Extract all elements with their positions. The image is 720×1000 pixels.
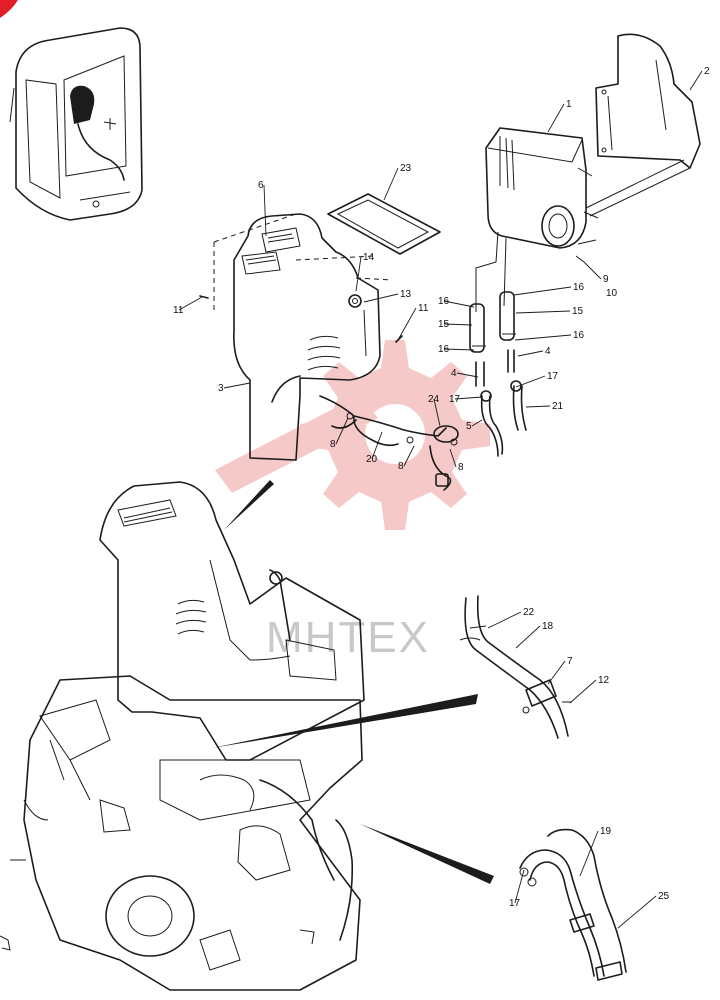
heater-unit [485, 127, 599, 263]
callout-c5: 5 [466, 421, 472, 432]
callout-c17a: 17 [547, 371, 559, 382]
leader-line-c25 [617, 895, 657, 929]
leader-line-c17a [515, 375, 546, 388]
leader-line-c4a [517, 350, 544, 357]
callout-c16a: 16 [438, 296, 450, 307]
leader-line-c9 [583, 261, 602, 280]
leader-line-c7 [547, 660, 566, 685]
leader-line-c2 [689, 70, 703, 91]
pointer-wedges [212, 480, 494, 884]
callout-c7: 7 [567, 656, 573, 667]
leader-line-c4b [456, 372, 479, 378]
callout-c8b: 8 [398, 461, 404, 472]
leader-line-c17b [454, 396, 483, 400]
callout-c8c: 8 [458, 462, 464, 473]
leader-line-c16d [514, 334, 572, 341]
leader-line-c20 [371, 431, 383, 460]
leader-line-c8b [403, 445, 415, 467]
leader-line-c5 [471, 419, 483, 427]
callout-c20: 20 [366, 454, 378, 465]
callout-c16d: 16 [573, 330, 585, 341]
callout-c16b: 16 [573, 282, 585, 293]
leader-line-c17c [514, 869, 525, 904]
leader-line-c3 [223, 382, 251, 389]
watermark-logo: MHTEX [215, 340, 490, 662]
callout-c24: 24 [428, 394, 440, 405]
callout-c12: 12 [598, 675, 610, 686]
callout-c3: 3 [218, 383, 224, 394]
filter-panel [327, 193, 441, 255]
callout-c15b: 15 [572, 306, 584, 317]
callout-c19: 19 [600, 826, 612, 837]
leader-line-c14 [355, 256, 362, 292]
callout-c6: 6 [258, 180, 264, 191]
control-box-assembly [199, 213, 403, 461]
leader-line-c1 [547, 103, 565, 133]
leader-line-c16b [513, 286, 572, 296]
callout-c17c: 17 [509, 898, 521, 909]
hose-group [469, 231, 527, 457]
callout-c4b: 4 [451, 368, 457, 379]
callout-c11b: 11 [418, 303, 429, 314]
detail-hose-clamp [459, 595, 572, 739]
callout-c16c: 16 [438, 344, 450, 355]
leader-line-c16c [443, 348, 475, 351]
gear-icon [300, 340, 490, 530]
leader-line-c16a [443, 300, 475, 308]
callout-c14: 14 [363, 252, 375, 263]
leader-line-c12 [569, 679, 597, 704]
leader-line-c21 [525, 405, 551, 408]
machine-assembly-view [0, 481, 365, 991]
corner-badge [0, 0, 18, 18]
leader-line-c24 [433, 398, 441, 427]
leader-line-c8c [449, 448, 457, 468]
leader-line-c8a [335, 417, 349, 445]
callout-c9: 9 [603, 274, 609, 285]
leader-line-c15a [443, 323, 473, 326]
callout-c18: 18 [542, 621, 554, 632]
callout-c4a: 4 [545, 346, 551, 357]
callout-c1: 1 [566, 99, 572, 110]
callout-c25: 25 [658, 891, 670, 902]
leader-line-c22 [487, 611, 522, 629]
leader-line-c6 [263, 184, 267, 237]
callout-c2: 2 [704, 66, 710, 77]
mounting-bracket [585, 33, 701, 217]
wiring-harness [319, 395, 459, 491]
leader-line-c11b [397, 307, 417, 341]
callout-c11a: 11 [173, 305, 184, 316]
leader-line-c18 [515, 625, 541, 649]
callout-c13: 13 [400, 289, 412, 300]
callout-c22: 22 [523, 607, 535, 618]
leader-line-c15b [515, 310, 571, 314]
leader-line-c19 [579, 830, 599, 877]
inset-cab-overview [9, 27, 143, 221]
leader-line-c13 [363, 293, 399, 303]
watermark-text: MHTEX [266, 613, 430, 662]
callout-c17b: 17 [449, 394, 461, 405]
callout-c8a: 8 [330, 439, 336, 450]
callout-c23: 23 [400, 163, 412, 174]
callout-c10: 10 [606, 288, 618, 299]
leader-line-c23 [383, 167, 399, 201]
callout-c21: 21 [552, 401, 564, 412]
detail-hose-pair [519, 828, 627, 981]
leader-line-c11a [178, 296, 203, 311]
callout-c15a: 15 [438, 319, 450, 330]
